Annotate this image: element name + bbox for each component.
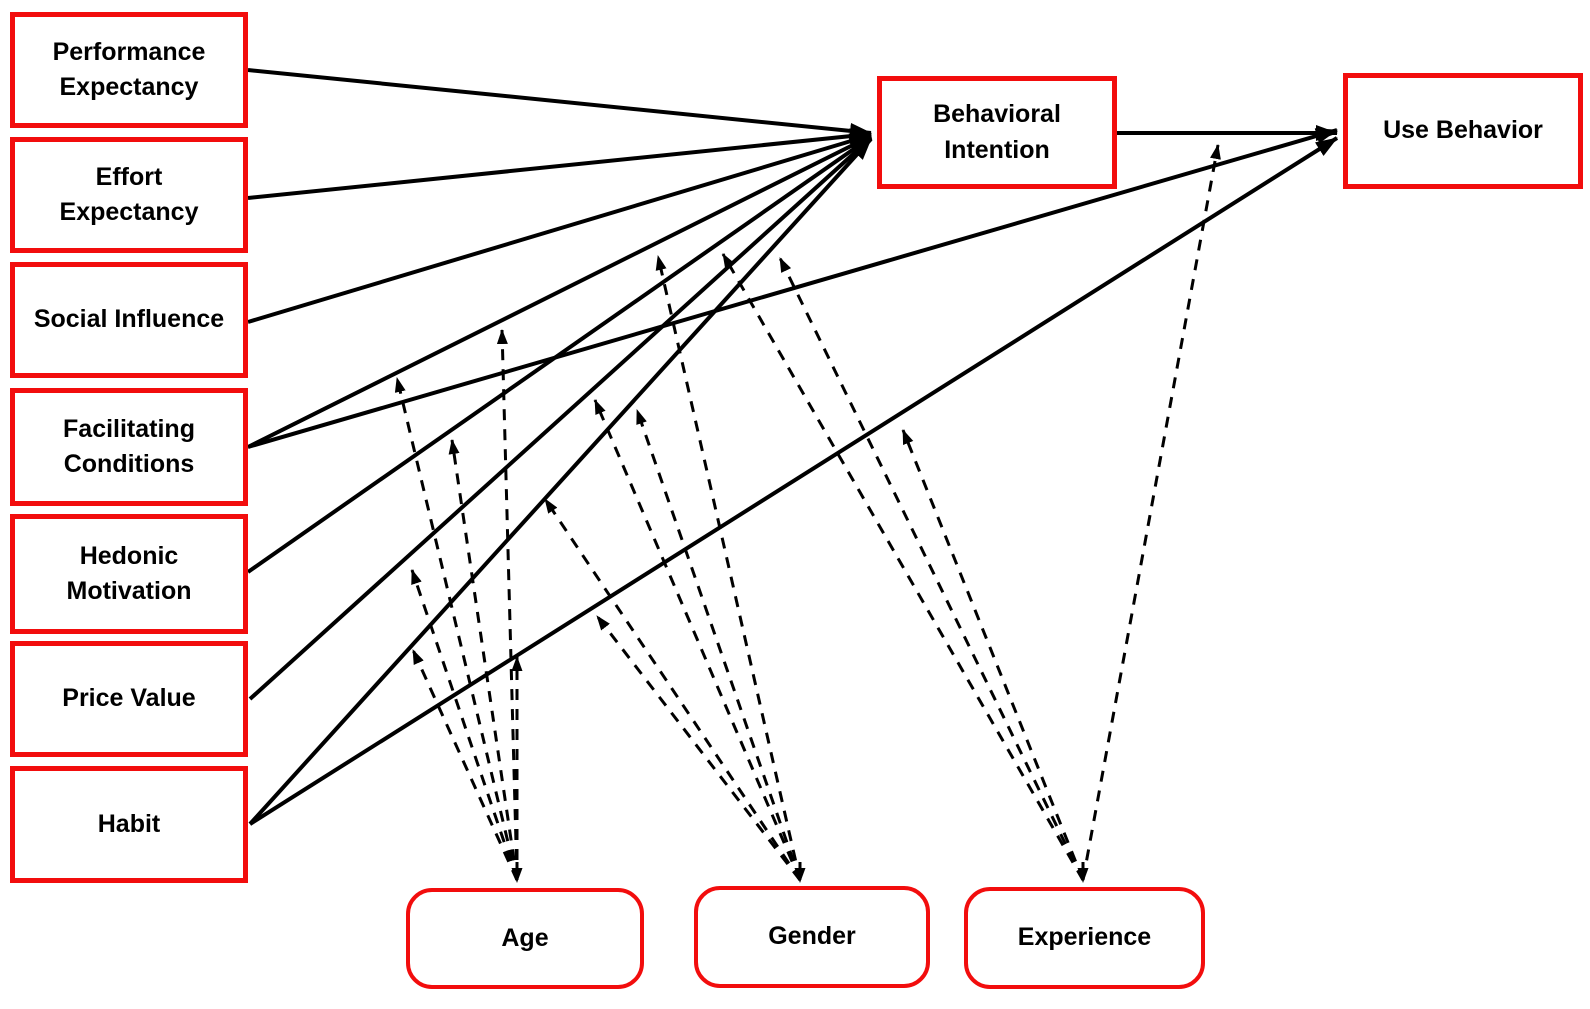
node-label: Gender — [768, 922, 856, 951]
node-label: Price Value — [62, 684, 196, 713]
moderation-experience-4 — [1081, 144, 1221, 881]
node-label: Effort Expectancy — [59, 162, 199, 227]
node-experience: Experience — [964, 887, 1205, 989]
path-habit-to-use_behavior — [248, 136, 1339, 826]
moderation-experience-1 — [721, 253, 1085, 881]
node-label: Habit — [97, 809, 161, 838]
moderation-experience-3 — [901, 429, 1085, 881]
moderation-gender-4 — [635, 409, 802, 881]
node-social-influence: Social Influence — [10, 262, 248, 378]
node-use-behavior: Use Behavior — [1343, 73, 1583, 189]
node-label: Facilitating Conditions — [63, 414, 195, 479]
moderation-gender-2 — [543, 498, 802, 881]
moderation-age-5 — [411, 649, 519, 881]
node-label: Behavioral Intention — [933, 100, 1061, 164]
node-gender: Gender — [694, 886, 930, 988]
node-label: Performance Expectancy — [52, 37, 206, 102]
node-behavioral-intention: Behavioral Intention — [877, 76, 1117, 189]
moderation-gender-5 — [595, 615, 802, 881]
path-habit-to-behavioral_intention — [248, 137, 873, 826]
node-label: Age — [501, 923, 549, 952]
node-hedonic-motivation: Hedonic Motivation — [10, 514, 248, 634]
node-facilitating-conditions: Facilitating Conditions — [10, 388, 248, 506]
node-label: Social Influence — [33, 305, 225, 334]
path-effort_expectancy-to-behavioral_intention — [247, 128, 872, 200]
node-effort-expectancy: Effort Expectancy — [10, 137, 248, 253]
path-price_value-to-behavioral_intention — [248, 136, 873, 701]
moderation-experience-2 — [778, 257, 1085, 881]
moderation-age-3 — [448, 439, 519, 881]
node-age: Age — [406, 888, 644, 989]
node-label: Experience — [1017, 923, 1152, 952]
path-social_influence-to-behavioral_intention — [247, 133, 872, 324]
node-label: Use Behavior — [1383, 116, 1543, 145]
moderation-gender-3 — [593, 399, 802, 881]
path-performance_expectancy-to-behavioral_intention — [247, 68, 872, 139]
node-habit: Habit — [10, 766, 248, 883]
moderation-age-1 — [394, 377, 519, 881]
path-facilitating_conditions-to-use_behavior — [247, 128, 1338, 449]
moderation-age-4 — [410, 569, 519, 881]
node-price-value: Price Value — [10, 641, 248, 757]
node-label: Hedonic Motivation — [66, 541, 192, 606]
moderation-gender-1 — [655, 255, 802, 881]
node-performance-expectancy: Performance Expectancy — [10, 12, 248, 128]
path-facilitating_conditions-to-behavioral_intention — [247, 134, 872, 449]
